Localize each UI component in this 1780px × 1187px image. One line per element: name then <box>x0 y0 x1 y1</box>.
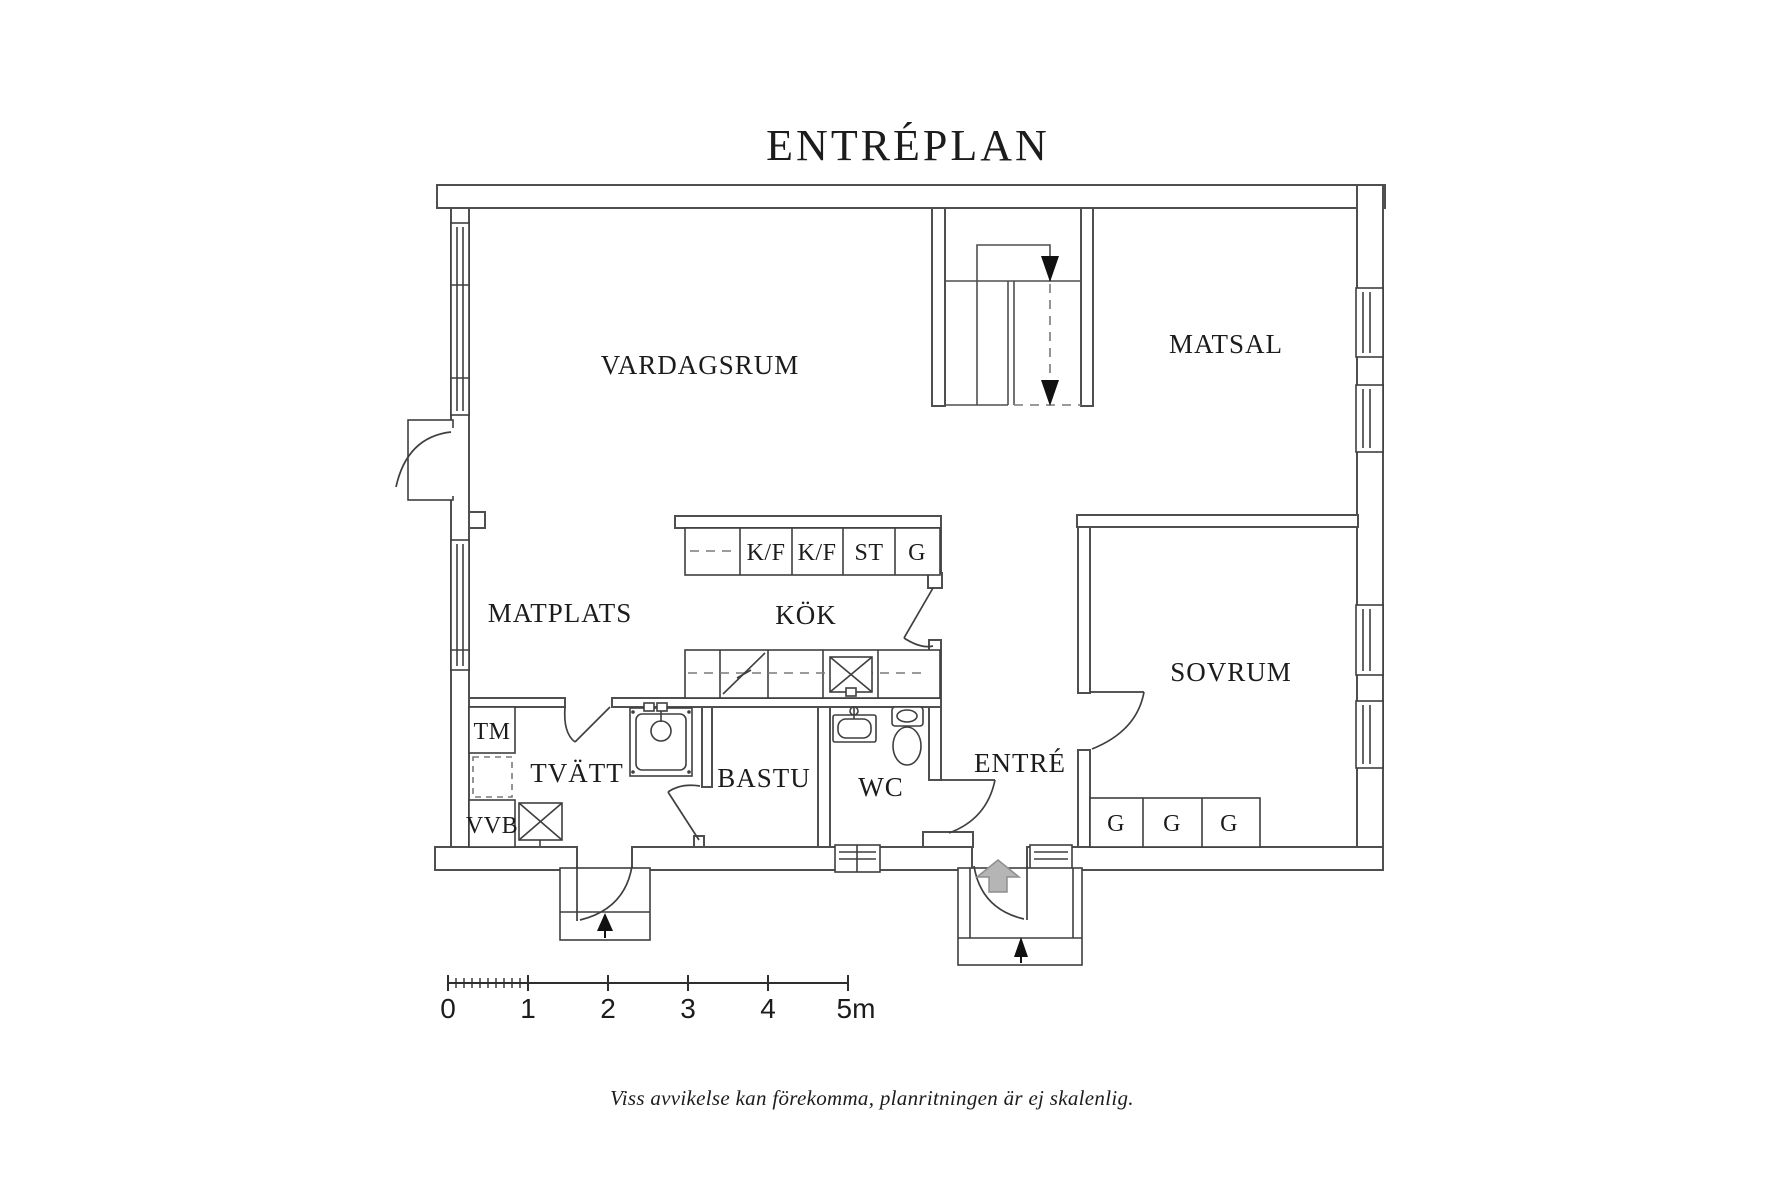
scale-label-3: 3 <box>680 993 696 1024</box>
wall-entre-sovrum-lower <box>1077 749 1091 848</box>
wall-stair-left <box>931 207 946 407</box>
room-label-wc: WC <box>858 772 904 802</box>
scale-label-1: 1 <box>520 993 536 1024</box>
wardrobe-label-g1: G <box>1107 811 1125 837</box>
wall-top <box>436 184 1386 209</box>
wall-bottom-2 <box>631 846 973 871</box>
wall-bottom-3 <box>1026 846 1384 871</box>
window-icon <box>1355 700 1384 769</box>
wall-tvatt-bastu <box>701 706 713 788</box>
room-label-vardagsrum: VARDAGSRUM <box>601 350 800 380</box>
window-icon <box>1355 384 1384 453</box>
stair-arrow-down-icon <box>1041 380 1059 406</box>
plan-title: ENTRÉPLAN <box>766 121 1050 170</box>
wardrobes <box>1089 797 1261 848</box>
kitchen-upper-cabinets <box>684 527 941 576</box>
door-swing <box>667 784 701 841</box>
cabinet-label-kf2: K/F <box>798 540 837 566</box>
room-label-kok: KÖK <box>775 600 837 630</box>
cabinet-label-st: ST <box>854 540 883 566</box>
toilet-icon <box>891 706 924 766</box>
kitchen-counter <box>684 649 941 699</box>
windows <box>450 222 1384 873</box>
door-swing <box>563 706 611 743</box>
entry-direction-arrow-icon <box>974 859 1022 893</box>
window-icon <box>450 222 470 416</box>
wardrobe-label-g2: G <box>1163 811 1181 837</box>
disclaimer-text: Viss avvikelse kan förekomma, planritnin… <box>610 1086 1134 1110</box>
entrance-arrow-icon <box>1014 937 1028 957</box>
sink-icon <box>518 802 563 846</box>
wall-pilaster <box>468 511 486 529</box>
porch-entre <box>957 867 1083 966</box>
room-label-sovrum: SOVRUM <box>1170 657 1292 687</box>
wall-stair-right <box>1080 207 1094 407</box>
wall-matsal-sovrum <box>1076 514 1359 528</box>
washing-machine-icon <box>468 706 516 754</box>
wall-bottom-1 <box>434 846 578 871</box>
stairs <box>945 244 1081 406</box>
room-label-tvatt: TVÄTT <box>530 758 623 788</box>
wall-wc-stub <box>922 831 974 848</box>
door-swing <box>903 587 934 648</box>
water-heater-icon <box>468 799 516 848</box>
room-label-bastu: BASTU <box>717 763 811 793</box>
porch-left <box>559 867 651 941</box>
room-label-entre: ENTRÉ <box>974 748 1066 778</box>
window-icon <box>834 844 881 873</box>
door-swing <box>576 865 633 921</box>
wall-wc-right <box>928 706 942 781</box>
entrance-arrow-icon <box>597 913 613 931</box>
side-entrance <box>395 419 468 501</box>
door-swing <box>395 431 452 488</box>
stair-arrow-down-icon <box>1041 256 1059 282</box>
wardrobe-label-g3: G <box>1220 811 1238 837</box>
wall-bastu-wc <box>817 706 831 848</box>
cabinet-label-vvb: VVB <box>466 813 518 839</box>
cabinet-label-kf1: K/F <box>747 540 786 566</box>
scale-label-4: 4 <box>760 993 776 1024</box>
scale-label-5m: 5m <box>837 993 876 1024</box>
appliance-space-dashed <box>472 756 513 798</box>
cabinet-label-g: G <box>908 540 926 566</box>
doors <box>563 587 1145 921</box>
wc-fixtures <box>832 706 924 766</box>
door-swing <box>1090 691 1145 750</box>
laundry-fixtures <box>468 706 563 848</box>
door-swing <box>941 779 996 834</box>
stove-icon <box>722 652 766 695</box>
wall-entre-sovrum-upper <box>1077 526 1091 694</box>
scale-bar: 0 1 2 3 4 5m <box>440 975 875 1024</box>
scale-label-0: 0 <box>440 993 456 1024</box>
sink-icon <box>829 656 873 697</box>
window-icon <box>450 539 470 671</box>
bastu-door-post <box>693 835 705 848</box>
door-swing <box>973 865 1028 920</box>
cabinet-label-tm: TM <box>474 719 511 745</box>
scale-label-2: 2 <box>600 993 616 1024</box>
room-label-matsal: MATSAL <box>1169 329 1283 359</box>
room-label-matplats: MATPLATS <box>488 598 633 628</box>
wall-corridor-left <box>468 697 566 708</box>
window-icon <box>1355 287 1384 358</box>
shower-icon <box>629 702 693 777</box>
window-icon <box>1355 604 1384 676</box>
washbasin-icon <box>832 706 877 743</box>
wall-kitchen-top <box>674 515 942 529</box>
